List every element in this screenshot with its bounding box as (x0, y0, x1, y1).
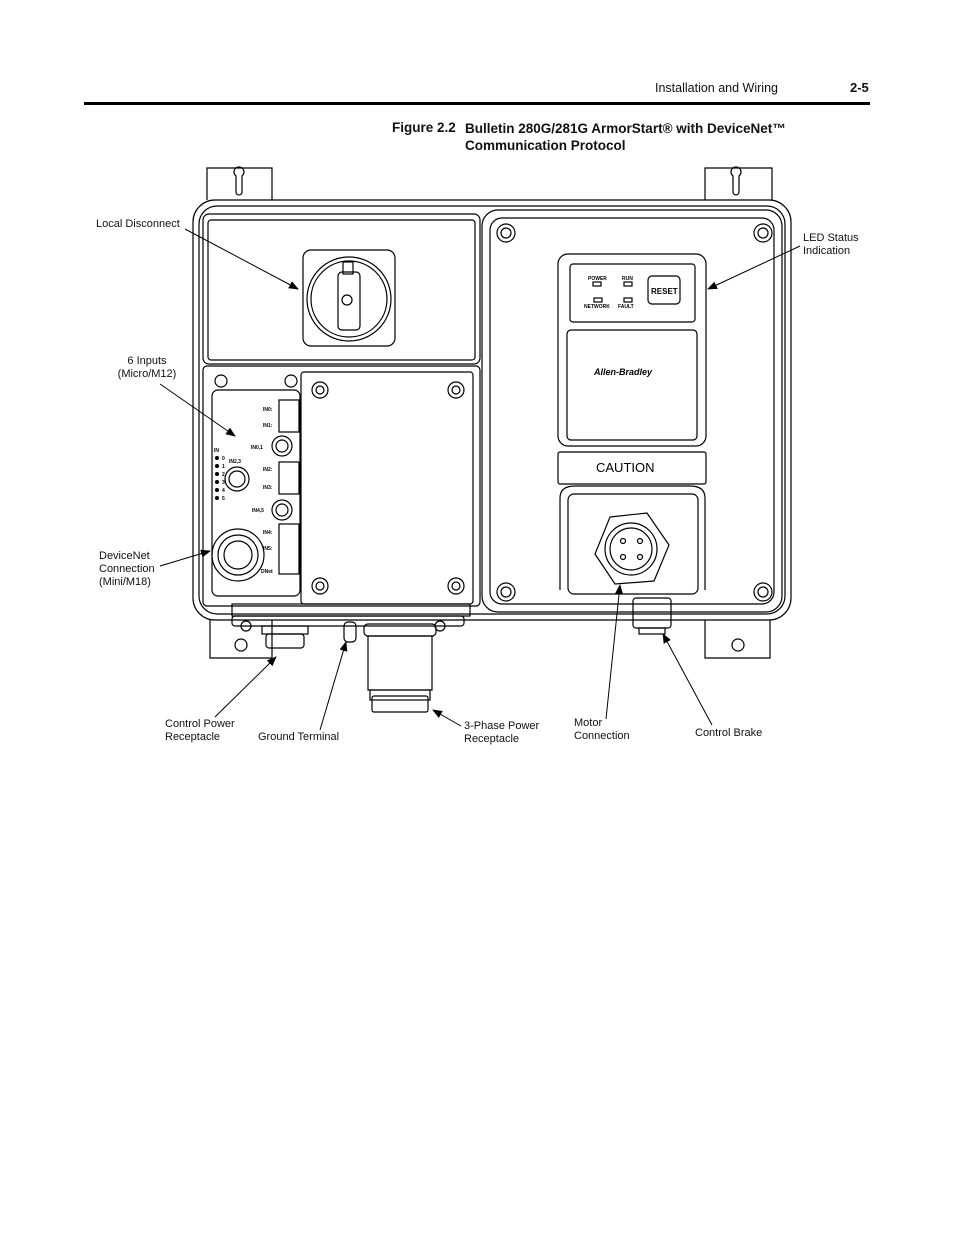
keyhole-left (233, 166, 245, 196)
callout-motor-line2: Connection (574, 730, 630, 742)
io-label-in1: IN1: (263, 423, 273, 429)
right-panel (481, 209, 783, 613)
callout-ground-terminal: Ground Terminal (258, 731, 340, 743)
figure-title: Bulletin 280G/281G ArmorStart® with Devi… (465, 120, 805, 154)
callout-local-disconnect: Local Disconnect (96, 218, 180, 230)
led-label-power: POWER (588, 276, 607, 282)
caution-plate (557, 451, 707, 485)
leader-led-status (707, 245, 801, 290)
left-panel (202, 213, 481, 365)
control-brake (632, 597, 672, 629)
callout-led-status-line2: Indication (803, 245, 851, 257)
header-rule (84, 102, 870, 105)
mount-tab-bottom-left (209, 620, 273, 659)
page-number: 2-5 (850, 80, 869, 95)
keyhole-right (730, 166, 742, 196)
callout-led-status: LED Status Indication (803, 232, 859, 258)
callout-three-phase-line1: 3-Phase Power (464, 720, 540, 732)
callout-six-inputs-line2: (Micro/M12) (117, 368, 177, 380)
figure-title-line1: Bulletin 280G/281G ArmorStart® with Devi… (465, 121, 786, 136)
io-led-1: 1 (222, 464, 225, 470)
io-led-2: 2 (222, 472, 225, 478)
leader-devicenet (159, 549, 211, 567)
callout-devicenet-line3: (Mini/M18) (99, 576, 151, 588)
io-label-in3: IN3: (263, 485, 273, 491)
callout-led-status-line1: LED Status (803, 232, 859, 244)
io-led-0: 0 (222, 456, 225, 462)
callout-devicenet: DeviceNet Connection (Mini/M18) (99, 550, 155, 589)
io-cover (300, 371, 474, 605)
ground-terminal (343, 621, 357, 643)
figure-title-line2: Communication Protocol (465, 138, 626, 153)
disconnect-knob (306, 256, 392, 342)
callout-six-inputs: 6 Inputs (Micro/M12) (110, 355, 184, 381)
disconnect-body (302, 249, 396, 347)
io-label-in5: IN5: (263, 546, 273, 552)
callout-devicenet-line2: Connection (99, 563, 155, 575)
running-header-title: Installation and Wiring (655, 81, 778, 95)
callout-devicenet-line1: DeviceNet (99, 550, 150, 562)
leader-control-power (214, 656, 277, 718)
io-led-3: 3 (222, 480, 225, 486)
leader-local-disconnect (184, 228, 299, 290)
brand-logo-text: Allen-Bradley (593, 367, 653, 377)
callout-three-phase-line2: Receptacle (464, 733, 520, 745)
io-label-in45-port: IN4,5 (252, 508, 264, 514)
motor-housing (559, 485, 706, 590)
callout-three-phase: 3-Phase Power Receptacle (464, 720, 539, 746)
mount-tab-top-left (206, 167, 273, 200)
devicenet-port (211, 528, 265, 582)
callout-motor: Motor Connection (574, 717, 630, 743)
io-label-in0: IN0: (263, 407, 273, 413)
motor-connector (594, 512, 670, 585)
callout-control-power-line1: Control Power (165, 718, 235, 730)
io-label-in4: IN4: (263, 530, 273, 536)
callout-control-brake: Control Brake (695, 727, 763, 739)
io-region (202, 365, 481, 607)
led-label-network: NETWORK (584, 304, 610, 310)
reset-button-label: RESET (651, 287, 678, 296)
leader-ground (319, 641, 348, 731)
led-label-run: RUN (622, 276, 633, 282)
io-board (211, 389, 301, 597)
mount-tab-bottom-right (704, 620, 771, 659)
led-window (557, 253, 707, 447)
figure-number: Figure 2.2 (392, 120, 456, 135)
io-connectors (211, 399, 300, 582)
io-label-in2: IN2: (263, 467, 273, 473)
callout-six-inputs-line1: 6 Inputs (127, 355, 167, 367)
callout-control-power-line2: Receptacle (165, 731, 221, 743)
callout-motor-line1: Motor (574, 717, 603, 729)
reset-button-shape (647, 275, 681, 305)
io-label-in-header: IN (214, 448, 219, 454)
led-label-fault: FAULT (618, 304, 634, 310)
control-power-receptacle (261, 625, 309, 635)
io-label-dnet: DNet (261, 569, 273, 575)
leader-six-inputs (159, 383, 236, 437)
leader-control-brake (662, 633, 713, 726)
callout-control-power: Control Power Receptacle (165, 718, 235, 744)
io-label-in01-port: IN0,1 (251, 445, 263, 451)
leader-motor (605, 584, 624, 720)
io-led-4: 4 (222, 488, 225, 494)
io-led-5: 5 (222, 496, 225, 502)
screw-set (214, 223, 773, 602)
caution-label: CAUTION (596, 460, 655, 475)
leader-three-phase (432, 709, 462, 727)
io-label-in23-port: IN2,3 (229, 459, 241, 465)
enclosure-outer (192, 199, 792, 621)
